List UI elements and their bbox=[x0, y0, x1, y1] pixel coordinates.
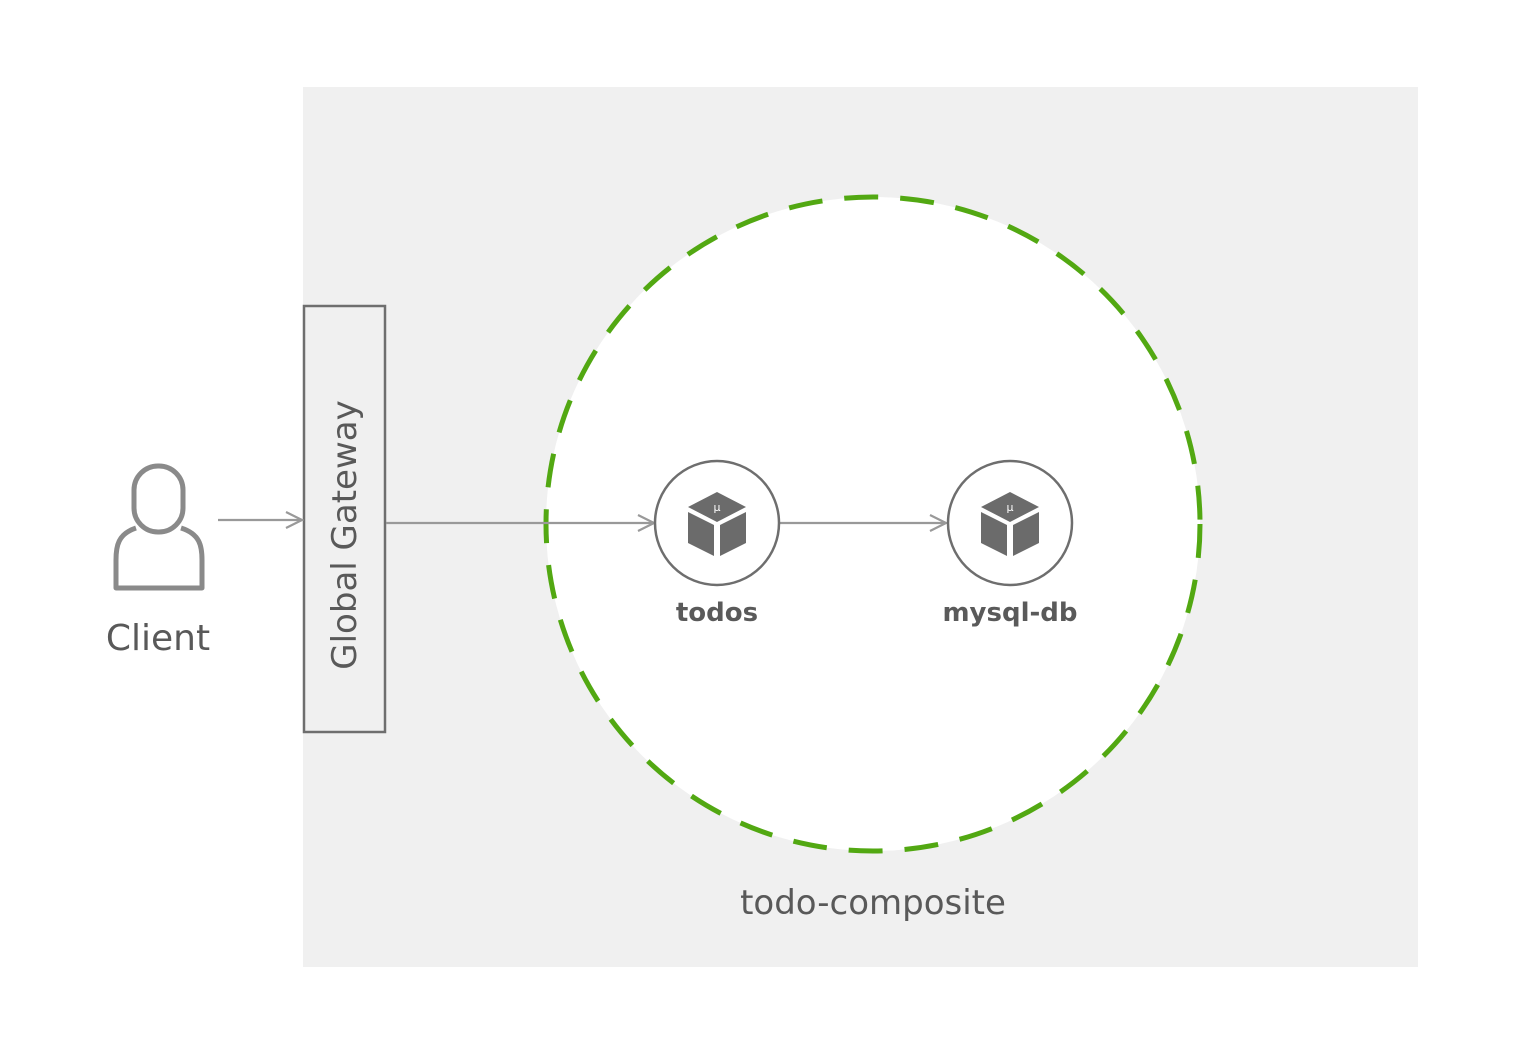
client[interactable]: Client bbox=[106, 463, 210, 659]
component-label: mysql-db bbox=[942, 598, 1077, 628]
component-todos[interactable]: μ todos bbox=[653, 459, 781, 628]
client-label: Client bbox=[106, 618, 210, 659]
composite-label: todo-composite bbox=[740, 883, 1006, 923]
microservice-cube-icon: μ bbox=[981, 492, 1039, 556]
user-icon bbox=[113, 463, 205, 591]
global-gateway[interactable]: Global Gateway bbox=[302, 304, 387, 734]
micro-badge: μ bbox=[1007, 501, 1014, 514]
gateway-label: Global Gateway bbox=[325, 400, 365, 669]
microservice-cube-icon: μ bbox=[688, 492, 746, 556]
component-label: todos bbox=[676, 598, 758, 628]
component-mysql-db[interactable]: μ mysql-db bbox=[942, 459, 1078, 628]
micro-badge: μ bbox=[714, 501, 721, 514]
